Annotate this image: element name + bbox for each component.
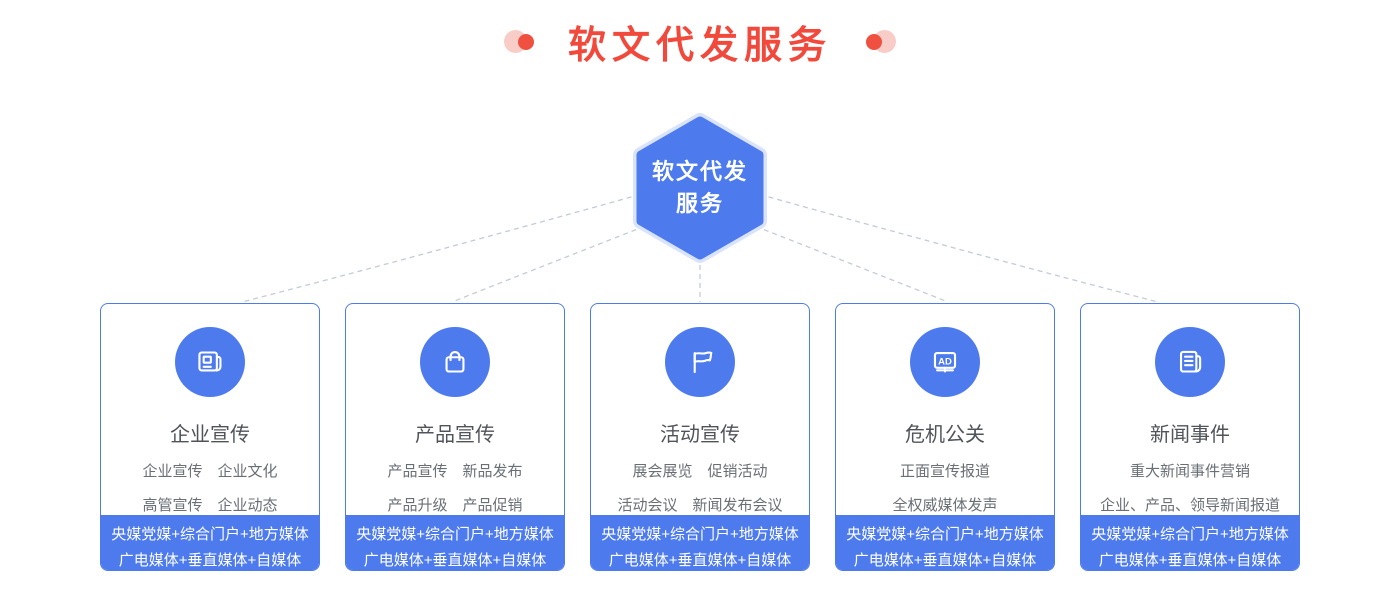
card-footer: 央媒党媒+综合门户+地方媒体 广电媒体+垂直媒体+自媒体 bbox=[101, 515, 319, 570]
footer-line: 央媒党媒+综合门户+地方媒体 bbox=[111, 526, 309, 543]
card-line: 活动会议 新闻发布会议 bbox=[617, 497, 783, 514]
card-line: 展会展览 促销活动 bbox=[632, 463, 768, 480]
card-footer: 央媒党媒+综合门户+地方媒体 广电媒体+垂直媒体+自媒体 bbox=[346, 515, 564, 570]
footer-line: 广电媒体+垂直媒体+自媒体 bbox=[853, 552, 1037, 569]
card-line: 企业宣传 企业文化 bbox=[142, 463, 278, 480]
center-node-line2: 服务 bbox=[675, 191, 724, 216]
card-news-events: 新闻事件 重大新闻事件营销 企业、产品、领导新闻报道 央媒党媒+综合门户+地方媒… bbox=[1080, 303, 1300, 571]
card-line: 重大新闻事件营销 bbox=[1129, 463, 1250, 480]
ad-screen-icon: AD bbox=[910, 327, 980, 397]
card-title: 危机公关 bbox=[905, 424, 985, 446]
cards-row: 企业宣传 企业宣传 企业文化 高管宣传 企业动态 央媒党媒+综合门户+地方媒体 … bbox=[100, 303, 1300, 571]
center-node-line1: 软文代发 bbox=[651, 159, 748, 185]
shopping-bag-icon bbox=[420, 327, 490, 397]
newspaper-icon bbox=[175, 327, 245, 397]
footer-line: 广电媒体+垂直媒体+自媒体 bbox=[363, 552, 547, 569]
center-node-label: 软文代发 服务 bbox=[630, 111, 770, 265]
card-event-publicity: 活动宣传 展会展览 促销活动 活动会议 新闻发布会议 央媒党媒+综合门户+地方媒… bbox=[590, 303, 810, 571]
red-dot-icon bbox=[866, 33, 882, 50]
card-line: 产品宣传 新品发布 bbox=[387, 463, 523, 480]
footer-line: 央媒党媒+综合门户+地方媒体 bbox=[356, 526, 554, 543]
card-footer: 央媒党媒+综合门户+地方媒体 广电媒体+垂直媒体+自媒体 bbox=[591, 515, 809, 570]
red-dot-icon bbox=[517, 33, 534, 50]
card-line: 产品升级 产品促销 bbox=[387, 497, 523, 514]
card-line: 企业、产品、领导新闻报道 bbox=[1099, 497, 1280, 514]
card-corporate-publicity: 企业宣传 企业宣传 企业文化 高管宣传 企业动态 央媒党媒+综合门户+地方媒体 … bbox=[100, 303, 320, 571]
title-decor-left-icon bbox=[503, 29, 542, 55]
footer-line: 央媒党媒+综合门户+地方媒体 bbox=[601, 526, 799, 543]
news-document-icon bbox=[1155, 327, 1225, 397]
card-title: 企业宣传 bbox=[170, 424, 250, 446]
footer-line: 央媒党媒+综合门户+地方媒体 bbox=[846, 526, 1044, 543]
card-footer: 央媒党媒+综合门户+地方媒体 广电媒体+垂直媒体+自媒体 bbox=[836, 515, 1054, 570]
center-node: 软文代发 服务 bbox=[630, 111, 770, 265]
footer-line: 广电媒体+垂直媒体+自媒体 bbox=[118, 552, 302, 569]
footer-line: 广电媒体+垂直媒体+自媒体 bbox=[1098, 552, 1282, 569]
card-title: 新闻事件 bbox=[1150, 424, 1230, 446]
hexagon-icon bbox=[633, 113, 767, 263]
card-title: 活动宣传 bbox=[660, 424, 740, 446]
page-title: 软文代发服务 bbox=[567, 25, 832, 67]
card-line: 全权威媒体发声 bbox=[892, 497, 998, 514]
card-footer: 央媒党媒+综合门户+地方媒体 广电媒体+垂直媒体+自媒体 bbox=[1081, 515, 1299, 570]
page-header: 软文代发服务 bbox=[0, 14, 1400, 69]
footer-line: 央媒党媒+综合门户+地方媒体 bbox=[1091, 526, 1289, 543]
card-line: 高管宣传 企业动态 bbox=[142, 497, 278, 514]
flag-icon bbox=[665, 327, 735, 397]
card-product-publicity: 产品宣传 产品宣传 新品发布 产品升级 产品促销 央媒党媒+综合门户+地方媒体 … bbox=[345, 303, 565, 571]
card-crisis-pr: AD 危机公关 正面宣传报道 全权威媒体发声 央媒党媒+综合门户+地方媒体 广电… bbox=[835, 303, 1055, 571]
title-decor-right-icon bbox=[858, 29, 896, 55]
footer-line: 广电媒体+垂直媒体+自媒体 bbox=[608, 552, 792, 569]
ad-label: AD bbox=[938, 356, 952, 367]
card-line: 正面宣传报道 bbox=[899, 463, 990, 480]
card-title: 产品宣传 bbox=[415, 424, 495, 446]
